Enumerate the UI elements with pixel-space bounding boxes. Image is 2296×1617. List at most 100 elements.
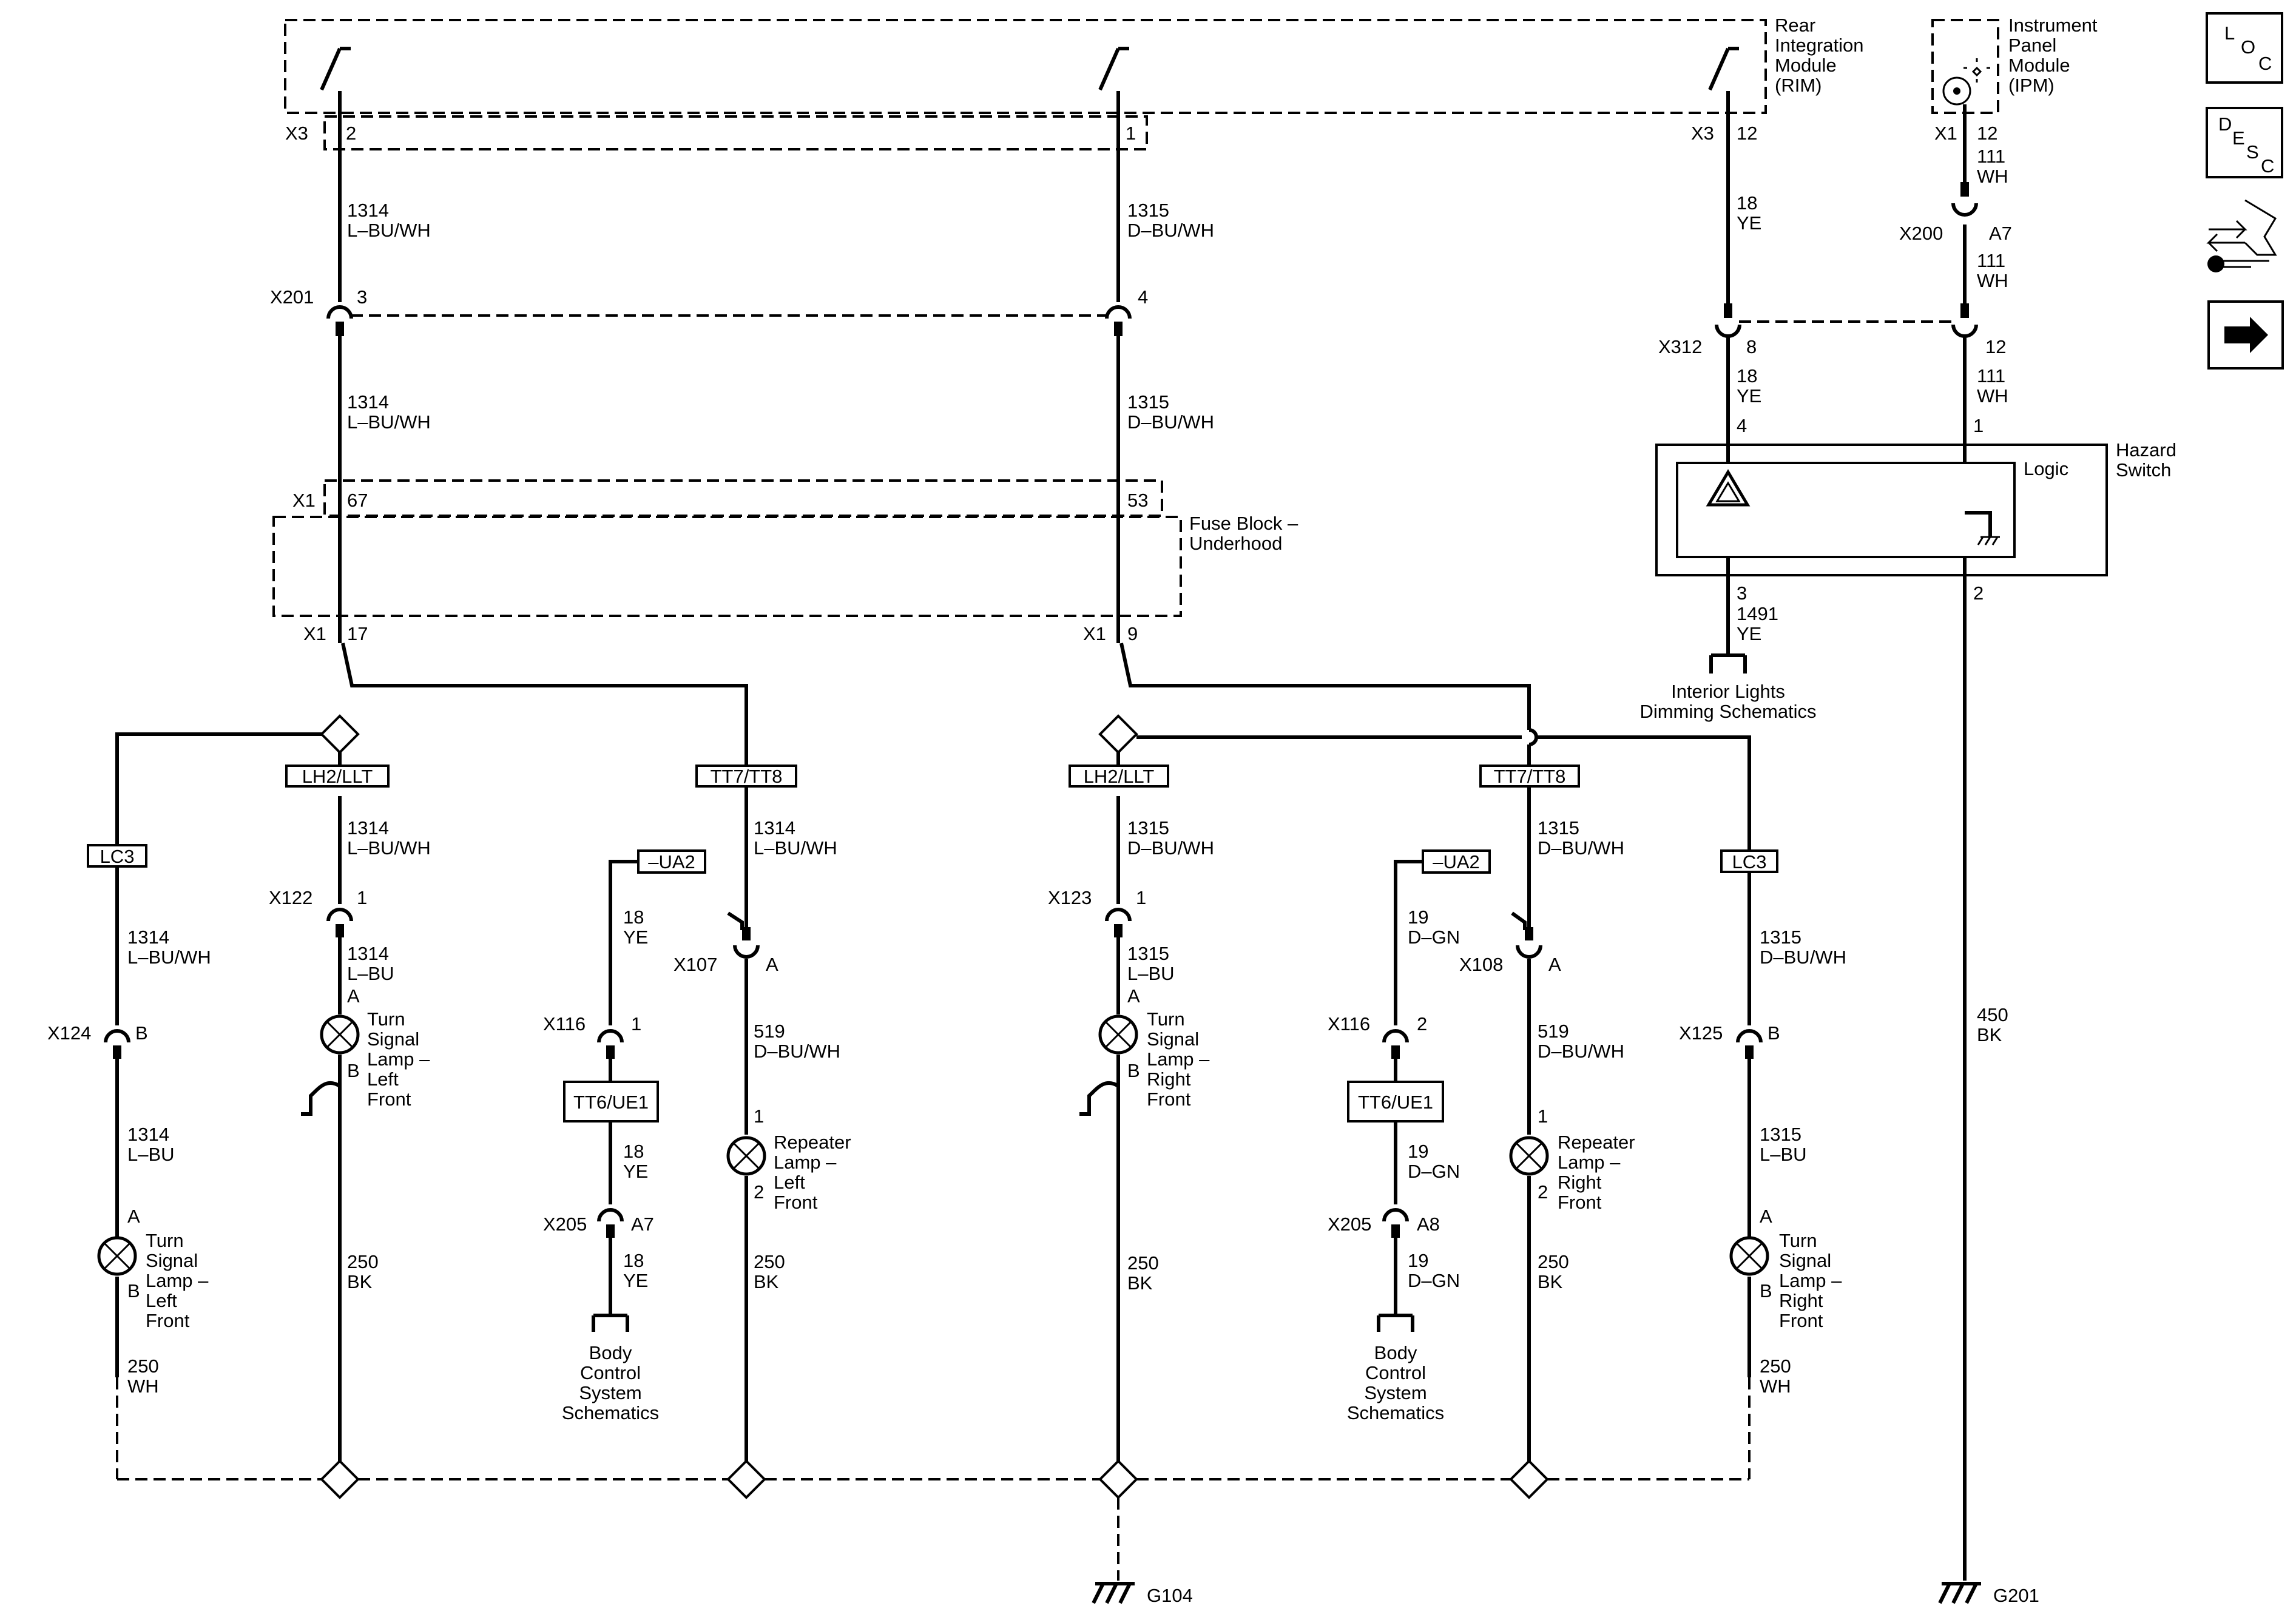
wire-label: L–BU/WH xyxy=(347,220,431,241)
wire-label: 18 xyxy=(1737,192,1757,214)
svg-text:Instrument: Instrument xyxy=(2008,15,2098,36)
svg-text:Signal: Signal xyxy=(146,1250,198,1271)
x1-label-fb-right: X1 xyxy=(1083,623,1106,644)
option-ua2: –UA2 xyxy=(1433,851,1480,873)
pin-fb-17: 17 xyxy=(347,623,368,644)
wire-label: 18 xyxy=(623,906,644,928)
wire-label: 18 xyxy=(1737,365,1757,387)
wire-label: WH xyxy=(1977,270,2008,291)
wire-label: 1315 xyxy=(1760,927,1801,948)
turn-signal-lamp-right-front-lc3-label: Turn Signal Lamp – Right Front xyxy=(1779,1230,1842,1331)
pin-lamp-a: A xyxy=(347,985,360,1007)
hazard-switch-label: Hazard xyxy=(2116,439,2176,461)
loc-nav-button[interactable]: L O C xyxy=(2206,12,2283,84)
fuse-block-x1-outline xyxy=(323,479,1163,517)
desc-nav-button[interactable]: D E S C xyxy=(2206,107,2283,178)
rim-label: Rear Integration Module (RIM) xyxy=(1775,15,1864,96)
wire-label: D–BU/WH xyxy=(1127,220,1214,241)
rim-switch-middle xyxy=(1098,47,1129,91)
pin-rim-12: 12 xyxy=(1737,123,1757,144)
svg-text:Right: Right xyxy=(1779,1290,1823,1311)
svg-text:Integration: Integration xyxy=(1775,35,1864,56)
wire-label: 250 xyxy=(1760,1355,1791,1377)
wire-label: L–BU xyxy=(1127,963,1175,984)
wire-label: WH xyxy=(1760,1376,1791,1397)
wire-label: 519 xyxy=(754,1021,785,1042)
svg-text:Signal: Signal xyxy=(367,1028,419,1050)
repeater-lamp-right-front-label: Repeater Lamp – Right Front xyxy=(1558,1132,1635,1213)
wire-label: YE xyxy=(1737,385,1761,407)
option-lh2-llt: LH2/LLT xyxy=(1084,766,1155,787)
ipm-module-icon xyxy=(1942,58,1990,106)
turn-signal-lamp-right-front-label: Turn Signal Lamp – Right Front xyxy=(1147,1008,1210,1110)
svg-text:Turn: Turn xyxy=(1779,1230,1817,1251)
wire-label: WH xyxy=(127,1376,159,1397)
wire-label: 1315 xyxy=(1127,391,1169,413)
x116-label: X116 xyxy=(543,1013,586,1035)
wire-label: BK xyxy=(347,1271,373,1292)
x107-label: X107 xyxy=(674,954,717,975)
wire-label: 1315 xyxy=(1127,817,1169,839)
wire-label: WH xyxy=(1977,385,2008,407)
svg-text:Module: Module xyxy=(1775,55,1837,76)
ground-bus xyxy=(116,1377,1967,1581)
pin-x312-12: 12 xyxy=(1985,336,2006,357)
pin-hazard-1: 1 xyxy=(1973,415,1984,436)
wire-label: 111 xyxy=(1977,365,2005,387)
connector-tool-icon[interactable] xyxy=(2206,199,2277,272)
pin-x205-a8: A8 xyxy=(1417,1214,1440,1235)
pin-rim-2: 2 xyxy=(346,123,356,144)
option-lh2-llt: LH2/LLT xyxy=(302,766,373,787)
svg-text:Front: Front xyxy=(367,1089,411,1110)
ground-g201-label: G201 xyxy=(1993,1585,2039,1606)
option-tt6-ue1: TT6/UE1 xyxy=(1358,1092,1433,1113)
svg-text:System: System xyxy=(579,1382,641,1403)
svg-text:Front: Front xyxy=(774,1192,818,1213)
svg-text:Control: Control xyxy=(580,1362,641,1383)
next-arrow-button[interactable] xyxy=(2207,300,2284,370)
svg-text:Front: Front xyxy=(1779,1310,1823,1331)
option-tt7-tt8: TT7/TT8 xyxy=(1494,766,1566,787)
wire-label: 1314 xyxy=(754,817,795,839)
wire-label: BK xyxy=(1538,1271,1563,1292)
svg-text:(IPM): (IPM) xyxy=(2008,75,2055,96)
pin-x108-a: A xyxy=(1548,954,1561,975)
pin-x116-2: 2 xyxy=(1417,1013,1427,1035)
pin-ipm-12: 12 xyxy=(1977,123,1997,144)
wire-label: 18 xyxy=(623,1250,644,1271)
svg-text:Lamp –: Lamp – xyxy=(774,1152,837,1173)
x3-label-right: X3 xyxy=(1691,123,1714,144)
x312-label: X312 xyxy=(1658,336,1702,357)
svg-text:D: D xyxy=(2218,113,2232,135)
wire-label: L–BU/WH xyxy=(754,837,837,859)
wire-label: L–BU/WH xyxy=(347,411,431,433)
wire-label: 1491 xyxy=(1737,603,1778,624)
pin-lamp-b: B xyxy=(347,1060,360,1081)
wire-label: D–BU/WH xyxy=(1127,411,1214,433)
x122-label: X122 xyxy=(269,887,312,908)
svg-text:Front: Front xyxy=(1147,1089,1191,1110)
svg-text:Rear: Rear xyxy=(1775,15,1815,36)
svg-text:Turn: Turn xyxy=(146,1230,184,1251)
pin-rep-2: 2 xyxy=(1538,1181,1548,1203)
svg-text:Schematics: Schematics xyxy=(1347,1402,1444,1423)
hazard-logic-box xyxy=(1676,462,2016,558)
svg-text:Repeater: Repeater xyxy=(774,1132,851,1153)
turn-signal-lamp-left-front-label: Turn Signal Lamp – Left Front xyxy=(367,1008,430,1110)
interior-lights-termination xyxy=(1709,653,1747,673)
repeater-lamp-left-front-label: Repeater Lamp – Left Front xyxy=(774,1132,851,1213)
right-front-branch xyxy=(1069,643,1778,1462)
wire-label: BK xyxy=(1127,1272,1153,1294)
svg-text:Right: Right xyxy=(1147,1068,1191,1090)
turn-signal-lamp-left-front-lc3-label: Turn Signal Lamp – Left Front xyxy=(146,1230,209,1331)
pin-x205-a7: A7 xyxy=(631,1214,654,1235)
ground-g104-icon xyxy=(1092,1582,1135,1604)
svg-text:Front: Front xyxy=(146,1310,190,1331)
wire-label: 1314 xyxy=(127,1124,169,1145)
wire-label: 1314 xyxy=(347,817,389,839)
wire-label: 519 xyxy=(1538,1021,1569,1042)
hazard-logic-label: Logic xyxy=(2024,458,2068,479)
hazard-switch-label: Switch xyxy=(2116,459,2171,481)
wire-label: BK xyxy=(1977,1024,2002,1045)
wire-label: 19 xyxy=(1408,1141,1428,1162)
